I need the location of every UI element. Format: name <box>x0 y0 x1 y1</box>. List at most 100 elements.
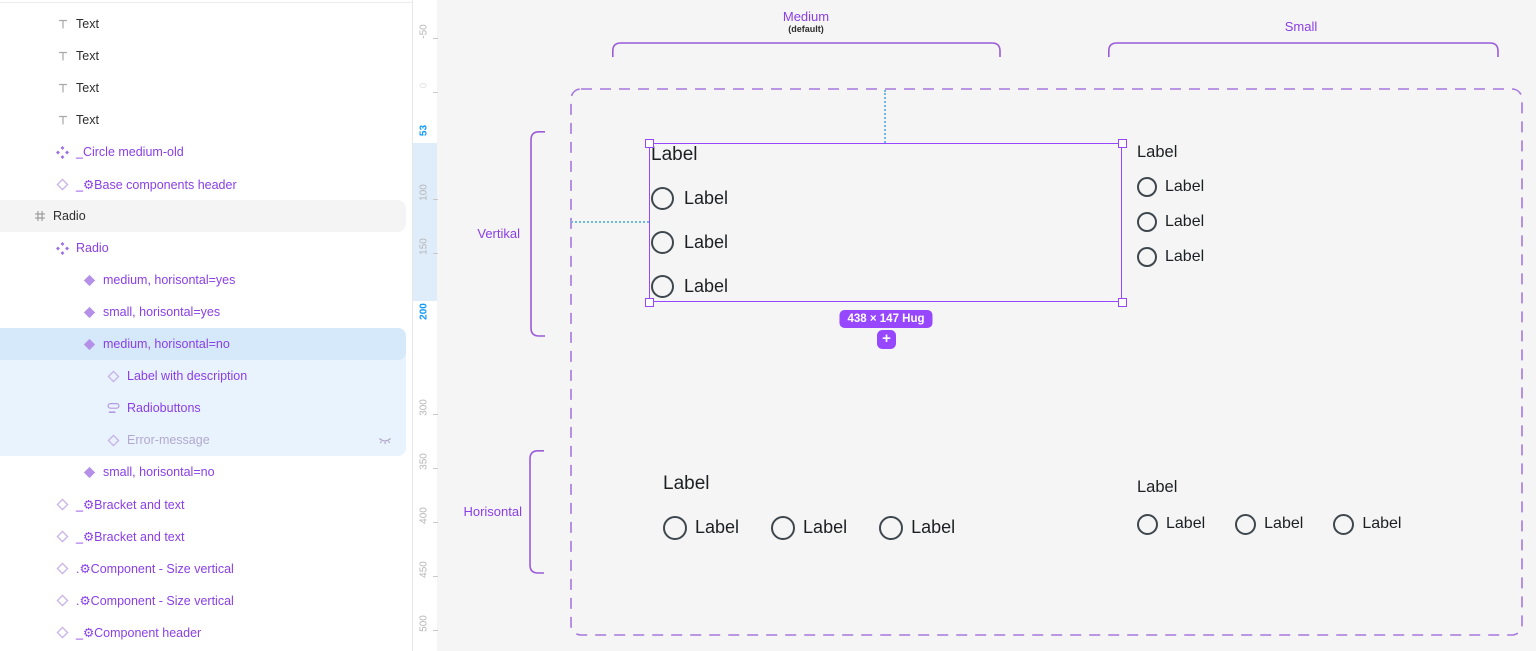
component-icon <box>56 241 69 255</box>
bracket-vertical <box>530 131 545 337</box>
layer-row[interactable]: small, horisontal=yes <box>0 296 406 328</box>
layer-row[interactable]: Error-message <box>0 424 406 456</box>
radio-button-icon[interactable] <box>1137 246 1157 267</box>
radio-button-icon[interactable] <box>663 515 687 540</box>
radio-button-icon[interactable] <box>1137 211 1157 232</box>
radio-option[interactable]: Label <box>651 186 729 210</box>
layer-row[interactable]: _⚙Bracket and text <box>0 520 406 552</box>
diamond-icon <box>107 433 120 447</box>
radio-option[interactable]: Label <box>1137 246 1204 267</box>
layer-row[interactable]: Text <box>0 8 406 40</box>
eye-closed-icon <box>378 435 392 446</box>
selected-row-highlight <box>0 328 406 360</box>
layer-label: Text <box>76 113 99 127</box>
radio-button-icon[interactable] <box>1137 176 1157 197</box>
ruler-tick-mark <box>433 253 438 254</box>
bracket-small <box>1108 42 1499 57</box>
radio-option[interactable]: Label <box>1137 176 1204 197</box>
ruler-tick-mark <box>433 576 438 577</box>
radio-option[interactable]: Label <box>771 515 847 540</box>
layer-label: _⚙Base components header <box>76 177 237 192</box>
diamond-icon <box>56 177 69 191</box>
layer-label: .⚙Component - Size vertical <box>76 561 234 576</box>
layer-label: Text <box>76 49 99 63</box>
size-label-small: Small <box>1284 19 1318 34</box>
layer-row[interactable]: _⚙Bracket and text <box>0 488 406 520</box>
add-variant-button[interactable]: + <box>877 330 896 349</box>
radio-option[interactable]: Label <box>1137 211 1205 232</box>
radiogroup-icon <box>107 402 120 415</box>
layer-label: Error-message <box>127 433 210 447</box>
ruler-tick-label: 450 <box>418 561 430 578</box>
ruler-tick-mark <box>433 92 438 93</box>
layer-label: medium, horisontal=no <box>103 337 230 351</box>
layer-label: Text <box>76 17 99 31</box>
layer-row[interactable]: Text <box>0 104 406 136</box>
radio-option[interactable]: Label <box>651 274 728 298</box>
radio-button-icon[interactable] <box>771 515 796 540</box>
layer-row[interactable]: small, horisontal=no <box>0 456 406 488</box>
radio-option-label: Label <box>684 187 729 208</box>
radio-option[interactable]: Label <box>1137 513 1206 535</box>
layer-label: small, horisontal=no <box>103 465 215 479</box>
layer-row[interactable]: Radio <box>0 232 406 264</box>
layer-row[interactable]: _⚙Base components header <box>0 168 406 200</box>
layer-row[interactable]: .⚙Component - Size vertical <box>0 584 406 616</box>
layer-row[interactable]: Radio <box>0 200 406 232</box>
selection-handle-top-left[interactable] <box>644 138 654 148</box>
bracket-medium <box>612 42 1001 57</box>
radio-button-icon[interactable] <box>1235 513 1257 535</box>
radio-button-icon[interactable] <box>651 274 674 298</box>
size-label-medium: Medium <box>782 9 830 24</box>
bracket-horizontal <box>529 450 544 574</box>
radio-option[interactable]: Label <box>651 230 728 254</box>
selection-handle-top-right[interactable] <box>1117 138 1127 148</box>
layer-row[interactable]: .⚙Component - Size vertical <box>0 552 406 584</box>
ruler-selection-band <box>413 143 437 301</box>
layer-row[interactable]: Radiobuttons <box>0 392 406 424</box>
selection-handle-bottom-left[interactable] <box>644 297 654 307</box>
ruler-tick-label: 150 <box>418 238 430 255</box>
radio-button-icon[interactable] <box>1137 513 1158 535</box>
layer-row[interactable]: Text <box>0 40 406 72</box>
selection-handle-bottom-right[interactable] <box>1117 297 1127 307</box>
layer-label: Radio <box>76 241 109 255</box>
size-label-medium-default: (default) <box>788 24 824 34</box>
layer-row[interactable]: medium, horisontal=yes <box>0 264 406 296</box>
ruler-tick-label: 300 <box>418 399 430 416</box>
ruler-tick-label: 400 <box>418 507 430 524</box>
layer-label: Radio <box>53 209 86 223</box>
diamond-icon <box>56 561 69 575</box>
radio-option[interactable]: Label <box>663 515 739 540</box>
layer-row[interactable]: _Circle medium-old <box>0 136 406 168</box>
layer-row[interactable]: Label with description <box>0 360 406 392</box>
radio-button-icon[interactable] <box>651 186 674 210</box>
layer-row[interactable]: Text <box>0 72 406 104</box>
radio-option[interactable]: Label <box>1333 513 1401 535</box>
ruler-tick-label: 500 <box>418 615 430 632</box>
radio-option-label: Label <box>1166 515 1206 533</box>
layer-row[interactable]: _⚙Component header <box>0 616 406 648</box>
ruler-tick-label: 100 <box>418 184 430 201</box>
variant-icon <box>83 338 96 351</box>
ruler-tick-label: 200 <box>418 303 430 320</box>
radio-option-label: Label <box>1165 212 1205 230</box>
radio-option[interactable]: Label <box>879 515 955 540</box>
radio-button-icon[interactable] <box>1333 513 1355 535</box>
radio-options: Label Label Label <box>1137 513 1401 535</box>
layer-row[interactable]: medium, horisontal=no <box>0 328 406 360</box>
layer-label: medium, horisontal=yes <box>103 273 236 287</box>
radio-options: Label Label Label <box>663 515 955 540</box>
radio-button-icon[interactable] <box>651 230 674 254</box>
radio-option[interactable]: Label <box>1235 513 1303 535</box>
radio-button-icon[interactable] <box>879 515 904 540</box>
text-icon <box>56 18 69 30</box>
diamond-icon <box>56 593 69 607</box>
